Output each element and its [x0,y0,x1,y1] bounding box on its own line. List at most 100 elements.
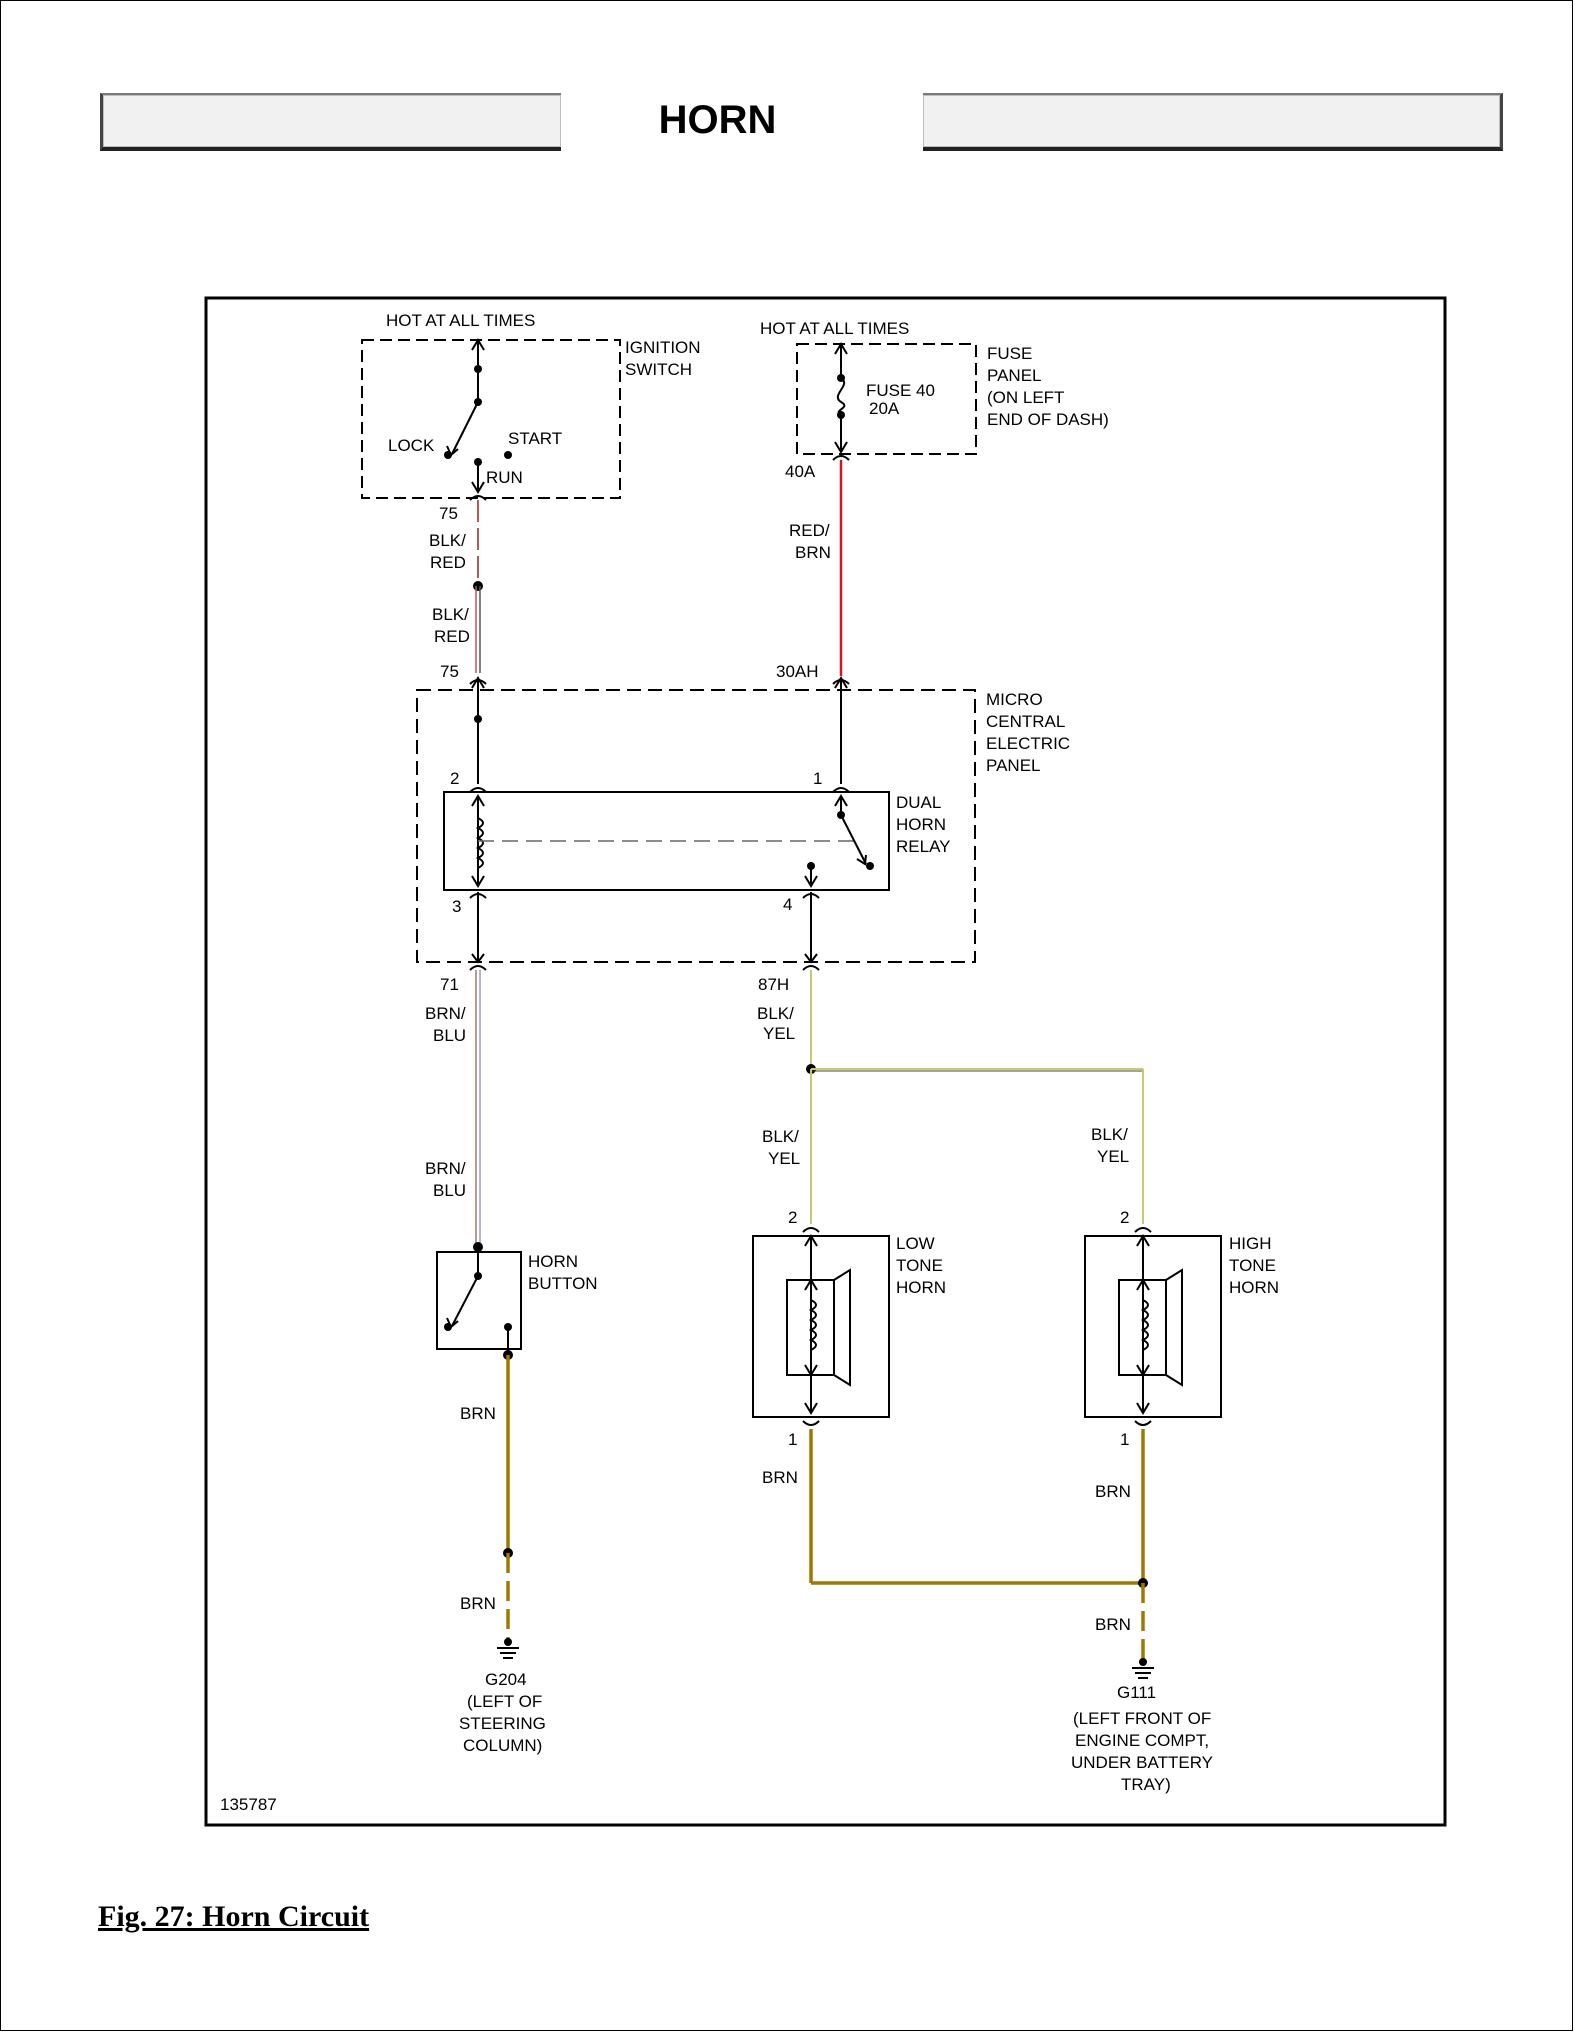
g111-label-2: (LEFT FRONT OF [1073,1709,1211,1728]
run-label: RUN [486,468,523,487]
ignition-hot-label: HOT AT ALL TIMES [386,311,535,330]
high-horn-pin-2: 2 [1120,1208,1129,1227]
blk-yel-label-1a: BLK/ [757,1004,794,1023]
fuse-terminal-40a: 40A [785,462,816,481]
mcep-name-2: CENTRAL [986,712,1065,731]
g111-label-3: ENGINE COMPT, [1075,1731,1209,1750]
fuse-panel-name-1: FUSE [987,344,1032,363]
relay-contact-arm [840,814,867,865]
ignition-switch-box [361,339,621,499]
high-tone-horn: 2 1 HIGH TONE HORN [1084,1208,1279,1449]
wire-brn-g204: BRN BRN [460,1355,513,1640]
brn-blu-label-1b: BLU [433,1026,466,1045]
low-horn-coil [808,1299,817,1351]
red-brn-label-a: RED/ [789,521,830,540]
low-tone-horn: 2 1 LOW TONE HORN [752,1208,946,1449]
mcep-terminal-30ah: 30AH [776,662,819,681]
red-brn-label-b: BRN [795,543,831,562]
high-horn-pin-1: 1 [1120,1430,1129,1449]
brn-label-g111: BRN [1095,1615,1131,1634]
g111-label-4: UNDER BATTERY [1071,1753,1213,1772]
ignition-switch: HOT AT ALL TIMES IGNITION SWITCH LOCK ST… [361,311,701,501]
relay-box [443,791,890,891]
page-title: HORN [658,98,777,142]
low-horn-pin-1: 1 [788,1430,797,1449]
blk-yel-label-3a: BLK/ [1091,1125,1128,1144]
horn-button-contact [451,1275,479,1327]
relay-pin-2: 2 [450,769,459,788]
wire-blk-yel: BLK/ YEL BLK/ YEL BLK/ YEL [757,970,1144,1224]
relay-name-1: DUAL [896,793,941,812]
fuse-rating-label: 20A [869,399,900,418]
low-horn-name-2: TONE [896,1256,943,1275]
g204-label-3: STEERING [459,1714,546,1733]
ground-g204: G204 (LEFT OF STEERING COLUMN) [459,1638,546,1755]
brn-blu-label-1a: BRN/ [425,1004,466,1023]
relay-pin-4: 4 [783,895,792,914]
ign-terminal-75: 75 [439,504,458,523]
low-horn-box [752,1235,890,1418]
wire-blk-red: 75 BLK/ RED BLK/ RED [429,500,483,673]
relay-pin-1: 1 [813,769,822,788]
micro-central-electric-panel: 75 30AH MICRO CENTRAL ELECTRIC PANEL 71 … [416,662,1070,994]
relay-coil [475,817,484,869]
diagram-frame [204,296,1447,1827]
wire-brn-blu: BRN/ BLU BRN/ BLU [425,970,481,1246]
ignition-switch-name-1: IGNITION [625,338,701,357]
mcep-name-4: PANEL [986,756,1041,775]
g111-label-5: TRAY) [1121,1775,1171,1794]
fuse-panel-box [796,343,977,455]
blk-yel-label-2b: YEL [768,1149,800,1168]
blk-red-label-1b: RED [430,553,466,572]
high-horn-name-3: HORN [1229,1278,1279,1297]
low-horn-name-1: LOW [896,1234,935,1253]
fuse-panel: HOT AT ALL TIMES FUSE PANEL (ON LEFT END… [760,319,1109,481]
brn-blu-label-2b: BLU [433,1181,466,1200]
mcep-terminal-71: 71 [440,975,459,994]
g204-label-2: (LEFT OF [467,1692,542,1711]
blk-yel-label-3b: YEL [1097,1147,1129,1166]
high-horn-coil [1140,1299,1149,1351]
ignition-contact-arm [451,401,479,455]
mcep-terminal-87h: 87H [758,975,789,994]
lock-label: LOCK [388,436,435,455]
relay-pin-3: 3 [452,897,461,916]
high-horn-box [1084,1235,1222,1418]
ground-g111: G111 (LEFT FRONT OF ENGINE COMPT, UNDER … [1071,1658,1213,1794]
blk-red-label-2b: RED [434,627,470,646]
mcep-terminal-75: 75 [440,662,459,681]
blk-yel-label-2a: BLK/ [762,1127,799,1146]
mcep-box [416,689,976,963]
g204-label-4: COLUMN) [463,1736,542,1755]
horn-button-name-2: BUTTON [528,1274,598,1293]
horn-button: HORN BUTTON [436,1242,598,1360]
g111-label-1: G111 [1117,1683,1156,1702]
wire-red-brn: RED/ BRN [789,460,843,676]
brn-label-low: BRN [762,1468,798,1487]
start-label: START [508,429,562,448]
brn-blu-label-2a: BRN/ [425,1159,466,1178]
fuse-panel-name-4: END OF DASH) [987,410,1109,429]
low-horn-pin-2: 2 [788,1208,797,1227]
fuse-panel-name-2: PANEL [987,366,1042,385]
relay-name-2: HORN [896,815,946,834]
mcep-name-1: MICRO [986,690,1043,709]
fuse-40-label: FUSE 40 [866,381,935,400]
ignition-switch-name-2: SWITCH [625,360,692,379]
mcep-name-3: ELECTRIC [986,734,1070,753]
high-horn-bell [1165,1268,1183,1387]
blk-red-label-2a: BLK/ [432,605,469,624]
blk-red-label-1a: BLK/ [429,531,466,550]
header-bar-left [100,93,561,151]
low-horn-bell [833,1268,851,1387]
brn-label-g204-b: BRN [460,1594,496,1613]
figure-caption: Fig. 27: Horn Circuit [98,1900,370,1933]
dual-horn-relay: 2 1 3 4 DUAL HORN RELAY [443,769,951,916]
wire-brn-g111: BRN BRN BRN [762,1429,1148,1660]
brn-label-high: BRN [1095,1482,1131,1501]
low-horn-name-3: HORN [896,1278,946,1297]
figure-id: 135787 [220,1795,277,1814]
blk-yel-label-1b: YEL [763,1024,795,1043]
